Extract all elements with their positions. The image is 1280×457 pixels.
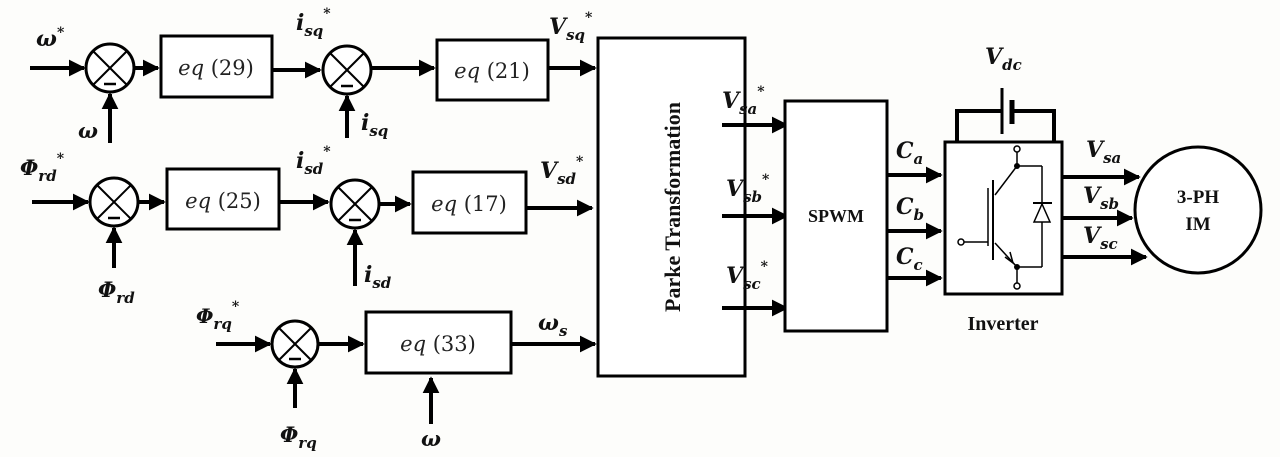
phi-rd-ref-label: Φrd* xyxy=(20,151,65,185)
block-eq17: eq (17) xyxy=(411,170,528,235)
speed-reference-input: ω* xyxy=(30,25,86,77)
svg-text:eq (33): eq (33) xyxy=(400,332,476,356)
diode-icon xyxy=(1032,166,1052,267)
block-parke-transformation: Parke Transformation xyxy=(596,36,747,378)
block-spwm: SPWM xyxy=(783,99,889,333)
phi-rd-feedback-label: Φrd xyxy=(98,277,135,307)
vsc-label: Vsc xyxy=(1083,223,1118,253)
summing-junction-flux-q xyxy=(270,319,320,369)
svg-text:eq (21): eq (21) xyxy=(454,59,530,83)
vsa-ref-label: Vsa* xyxy=(722,84,765,118)
dc-wire-right xyxy=(1012,109,1056,141)
summing-junction-speed xyxy=(84,42,136,94)
vsb-ref-label: Vsb* xyxy=(726,172,770,206)
dc-wire-left xyxy=(955,109,1002,141)
svg-text:eq (17): eq (17) xyxy=(431,192,507,216)
isd-feedback-label: isd xyxy=(364,262,392,292)
induction-motor: 3-PH IM xyxy=(1133,145,1263,275)
summing-junction-isd xyxy=(329,178,381,230)
inverter-label: Inverter xyxy=(967,313,1038,335)
vdc-label: Vdc xyxy=(985,44,1022,74)
svg-text:SPWM: SPWM xyxy=(808,206,864,226)
vsc-ref-label: Vsc* xyxy=(726,259,769,293)
block-eq21: eq (21) xyxy=(435,38,550,102)
svg-text:IM: IM xyxy=(1185,214,1210,235)
block-eq33: eq (33) xyxy=(364,310,513,375)
svg-text:Parke Transformation: Parke Transformation xyxy=(660,102,685,312)
isd-ref-label: isd* xyxy=(296,144,331,178)
vsb-label: Vsb xyxy=(1083,183,1119,213)
block-inverter xyxy=(943,140,1064,296)
cc-label: Cc xyxy=(896,244,923,274)
vsd-ref-label: Vsd* xyxy=(540,154,584,188)
summing-junction-flux-d xyxy=(88,176,140,228)
phi-rq-feedback-label: Φrq xyxy=(280,422,317,452)
isq-feedback-label: isq xyxy=(361,110,388,140)
svg-text:3-PH: 3-PH xyxy=(1177,187,1219,208)
svg-text:eq (25): eq (25) xyxy=(185,189,261,213)
vsq-ref-label: Vsq* xyxy=(549,10,593,44)
phi-rq-ref-label: Φrq* xyxy=(196,299,240,333)
omega-eq33-label: ω xyxy=(421,426,441,451)
vsa-label: Vsa xyxy=(1086,137,1121,167)
isq-ref-label: isq* xyxy=(296,6,331,40)
omega-feedback-label: ω xyxy=(78,118,98,143)
ca-label: Ca xyxy=(896,138,923,168)
block-eq29: eq (29) xyxy=(159,34,274,99)
cb-label: Cb xyxy=(896,194,924,224)
block-eq25: eq (25) xyxy=(165,167,281,231)
igbt-icon xyxy=(957,145,1042,290)
dc-source: Vdc xyxy=(955,44,1056,141)
svg-text:eq (29): eq (29) xyxy=(178,56,254,80)
summing-junction-isq xyxy=(321,44,373,96)
omega-ref-label: ω* xyxy=(36,25,65,52)
omega-s-label: ωs xyxy=(538,310,568,340)
